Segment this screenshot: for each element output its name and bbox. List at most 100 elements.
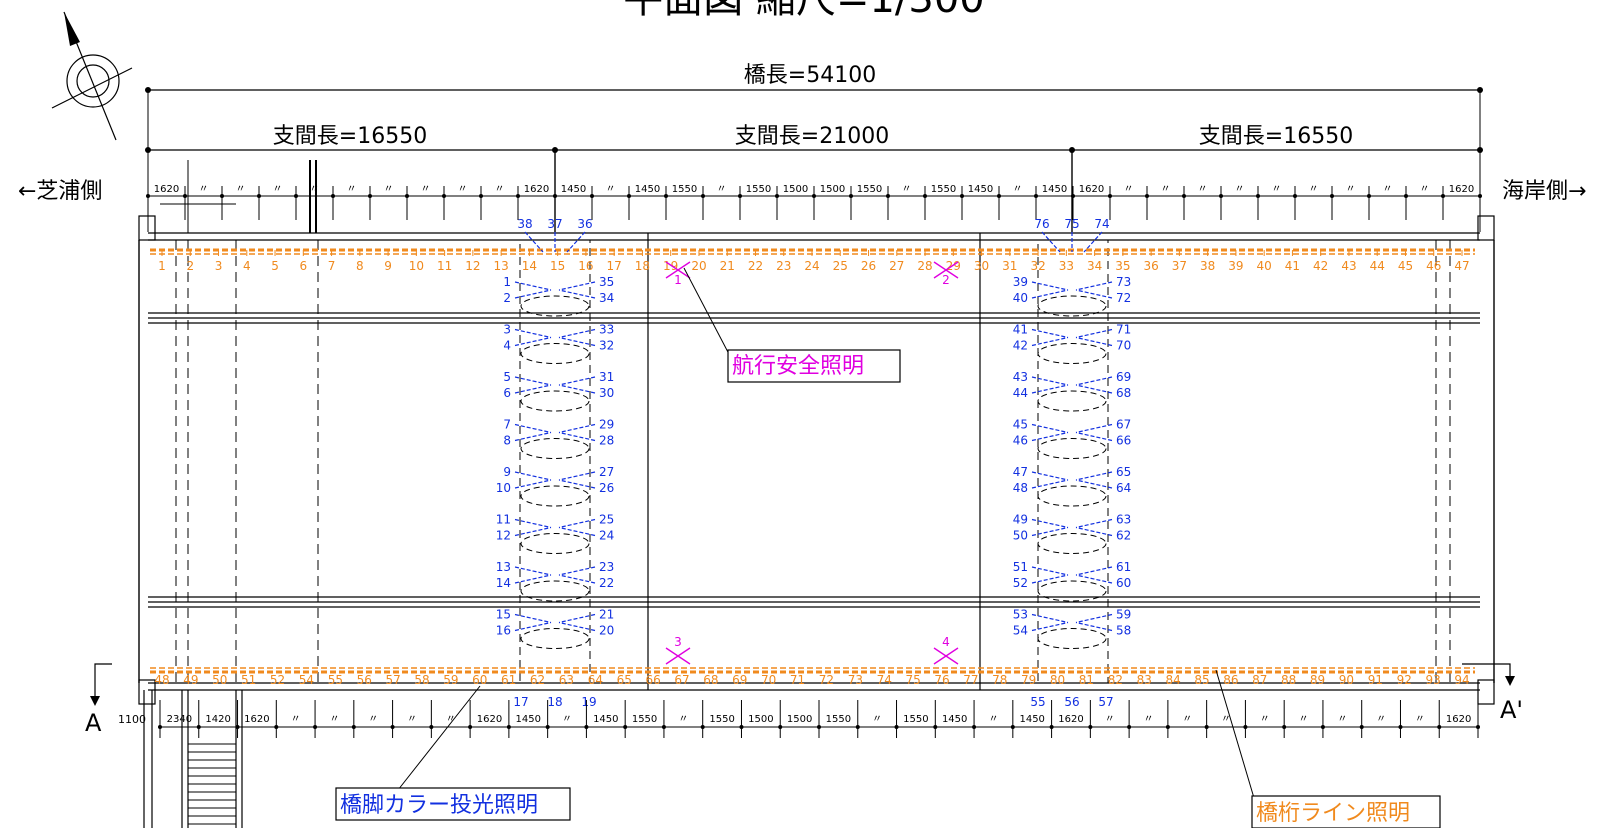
pier-light-number: 70 <box>1116 339 1131 353</box>
girder-light-number: 40 <box>1257 259 1272 273</box>
pier-light-beam <box>1075 289 1113 299</box>
pier-light-number: 71 <box>1116 323 1131 337</box>
north-arrow-icon <box>51 11 133 141</box>
girder-light-number: 70 <box>761 673 776 687</box>
pier-light-beam <box>514 613 552 624</box>
dim-node <box>516 194 520 198</box>
pier-light-number: 47 <box>1013 465 1028 479</box>
pier-light-beam <box>1031 384 1069 394</box>
pier-light-beam <box>1075 328 1113 339</box>
dim-node <box>886 194 890 198</box>
dim-node <box>1127 725 1132 729</box>
pier-column <box>1037 533 1107 554</box>
dim-node <box>1478 194 1482 198</box>
pier-light-beam <box>1083 231 1103 253</box>
pier-light-beam <box>558 574 596 584</box>
pier-light-number: 19 <box>581 695 596 709</box>
nav-light-symbol <box>665 261 691 279</box>
nav-light-symbol <box>933 647 959 665</box>
pier-light-number: 63 <box>1116 513 1131 527</box>
pier-light-beam <box>524 231 544 253</box>
dim-label: 1620 <box>1446 714 1471 725</box>
girder-light-number: 24 <box>804 259 819 273</box>
girder-light-number: 6 <box>299 259 307 273</box>
pier-light-beam <box>514 336 552 347</box>
girder-light-number: 33 <box>1059 259 1074 273</box>
girder-light-number: 69 <box>732 673 747 687</box>
pier-light-number: 10 <box>496 481 511 495</box>
dim-label: 1450 <box>593 714 618 725</box>
dim-label: 1620 <box>477 714 502 725</box>
pier-light-number: 62 <box>1116 529 1131 543</box>
dim-node <box>1145 194 1149 198</box>
dim-label: 〃 <box>1272 184 1282 195</box>
pier-light-beam <box>558 384 596 394</box>
pier-light-beam <box>1031 281 1069 291</box>
pier-light-number: 30 <box>599 386 614 400</box>
dim-label: 〃 <box>446 714 456 725</box>
pier-light-beam <box>1075 471 1113 481</box>
dim-node <box>960 194 964 198</box>
pier-light-number: 36 <box>577 217 592 231</box>
dim-node <box>1034 194 1038 198</box>
dim-label: 1500 <box>783 184 808 195</box>
girder-light-number: 1 <box>158 259 166 273</box>
pier-light-number: 32 <box>599 339 614 353</box>
dim-label: 〃 <box>384 184 394 195</box>
dim-node <box>584 725 589 729</box>
pier-light-number: 72 <box>1116 291 1131 305</box>
dim-node <box>1441 194 1445 198</box>
dim-label: 1550 <box>857 184 882 195</box>
pier-light-beam <box>514 566 552 576</box>
dim-label: 〃 <box>872 714 882 725</box>
pier-light-number: 42 <box>1013 339 1028 353</box>
dim-label: 〃 <box>1376 714 1386 725</box>
girder-light-number: 35 <box>1115 259 1130 273</box>
dim-node <box>1404 194 1408 198</box>
pier-light-number: 54 <box>1013 624 1028 638</box>
dim-node <box>1243 725 1248 729</box>
dim-node <box>257 194 261 198</box>
girder-light-number: 57 <box>385 673 400 687</box>
girder-light-number: 3 <box>215 259 223 273</box>
girder-light-number: 15 <box>550 259 565 273</box>
pier-light-number: 75 <box>1064 217 1079 231</box>
pier-light-number: 55 <box>1030 695 1045 709</box>
dim-label: 〃 <box>310 184 320 195</box>
pier-column <box>520 533 590 554</box>
girder-light-number: 51 <box>241 673 256 687</box>
girder-light-number: 25 <box>833 259 848 273</box>
pier-light-beam <box>1075 574 1113 584</box>
pier-light-number: 51 <box>1013 560 1028 574</box>
dim-node <box>1359 725 1364 729</box>
girder-light-number: 65 <box>617 673 632 687</box>
pier-light-beam <box>1031 289 1069 299</box>
pier-light-number: 23 <box>599 560 614 574</box>
stair-treads <box>160 160 317 825</box>
girder-light-number: 38 <box>1200 259 1215 273</box>
pier-light-number: 50 <box>1013 529 1028 543</box>
girder-light-number: 59 <box>443 673 458 687</box>
pier-light-number: 67 <box>1116 418 1131 432</box>
girder-light-number: 11 <box>437 259 452 273</box>
pier-light-number: 37 <box>547 217 562 231</box>
girder-light-number: 32 <box>1030 259 1045 273</box>
girder-light-number: 44 <box>1370 259 1385 273</box>
dim-label: 〃 <box>1383 184 1393 195</box>
dim-node <box>997 194 1001 198</box>
dim-label: 〃 <box>988 714 998 725</box>
pier-column <box>1037 628 1107 649</box>
dim-label: 〃 <box>1161 184 1171 195</box>
pier-light-number: 25 <box>599 513 614 527</box>
pier-light-beam <box>1031 423 1069 434</box>
pier-light-number: 49 <box>1013 513 1028 527</box>
dim-node <box>1256 194 1260 198</box>
dim-label: 1450 <box>968 184 993 195</box>
dim-label: 〃 <box>273 184 283 195</box>
pier-light-beam <box>1075 376 1113 386</box>
girder-light-number: 21 <box>720 259 735 273</box>
pier-light-number: 45 <box>1013 418 1028 432</box>
girder-light-number: 48 <box>154 673 169 687</box>
girder-light-number: 12 <box>465 259 480 273</box>
pier-light-number: 13 <box>496 560 511 574</box>
